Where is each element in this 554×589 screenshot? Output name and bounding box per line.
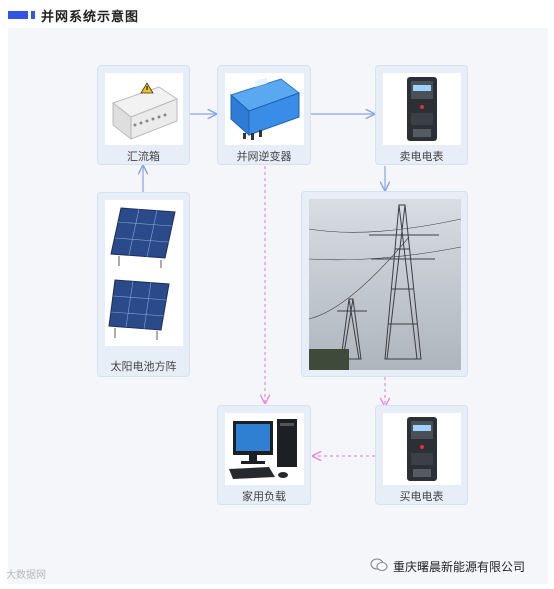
- solar-array-node: 太阳电池方阵: [97, 192, 190, 377]
- power-tower-image: [309, 199, 461, 370]
- household-load-node: 家用负载: [217, 405, 311, 505]
- watermark-text: 大数据网: [6, 570, 46, 581]
- solar-array-label: 太阳电池方阵: [110, 360, 177, 373]
- diagram-title: 并网系统示意图: [41, 9, 140, 25]
- buy-meter-label: 买电电表: [399, 490, 444, 503]
- company-name: 重庆曙晨新能源有限公司: [393, 560, 526, 574]
- sell-meter-label: 卖电电表: [399, 150, 444, 163]
- power-grid-node: [301, 191, 468, 377]
- sell-meter-node: 卖电电表: [375, 65, 468, 165]
- computer-image: [225, 413, 304, 485]
- combiner-box-node: 汇流箱: [97, 65, 190, 165]
- sell-meter-image: [383, 73, 461, 145]
- inverter-node: 并网逆变器: [217, 65, 311, 165]
- wechat-icon: [370, 557, 388, 576]
- diagram-header: 并网系统示意图: [8, 6, 140, 25]
- buy-meter-image: [383, 413, 461, 485]
- household-load-label: 家用负载: [242, 490, 286, 503]
- header-accent-bar: [8, 11, 28, 19]
- combiner-box-image: [105, 73, 183, 145]
- solar-panel-top: [110, 207, 176, 268]
- header-accent-bar-small: [31, 11, 35, 19]
- inverter-image: [225, 73, 304, 145]
- solar-panel-bottom: [108, 279, 170, 340]
- company-credit: 重庆曙晨新能源有限公司: [370, 557, 525, 576]
- solar-array-image: [105, 200, 183, 346]
- combiner-box-label: 汇流箱: [127, 150, 160, 163]
- buy-meter-node: 买电电表: [375, 405, 468, 505]
- inverter-label: 并网逆变器: [236, 150, 292, 163]
